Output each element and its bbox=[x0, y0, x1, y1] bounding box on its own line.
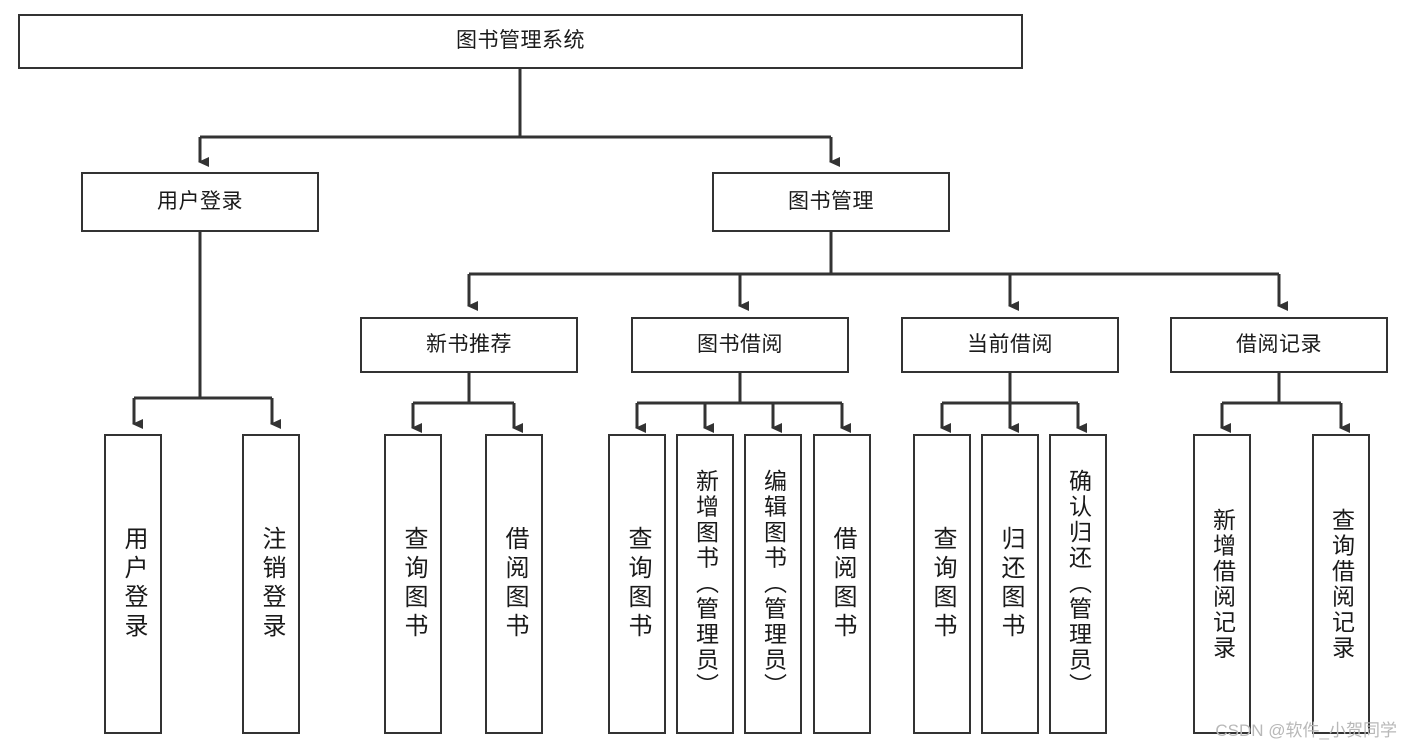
node-borrow-record[interactable]: 借阅记录 bbox=[1170, 317, 1388, 373]
node-leaf-add-borrow-record[interactable]: 新增借阅记录 bbox=[1193, 434, 1251, 734]
node-leaf-query-book-2-label: 查询图书 bbox=[624, 526, 651, 642]
node-book-management-label: 图书管理 bbox=[788, 189, 874, 213]
node-leaf-add-borrow-record-label: 新增借阅记录 bbox=[1209, 507, 1236, 661]
node-leaf-query-book-3-label: 查询图书 bbox=[929, 526, 956, 642]
node-user-login-label: 用户登录 bbox=[157, 189, 243, 213]
node-book-borrow[interactable]: 图书借阅 bbox=[631, 317, 849, 373]
node-leaf-edit-book-admin-label: 编辑图书（管理员） bbox=[760, 469, 787, 699]
node-book-management[interactable]: 图书管理 bbox=[712, 172, 950, 232]
node-leaf-add-book-admin-label: 新增图书（管理员） bbox=[692, 469, 719, 699]
node-leaf-borrow-book-2[interactable]: 借阅图书 bbox=[813, 434, 871, 734]
node-leaf-user-login[interactable]: 用户登录 bbox=[104, 434, 162, 734]
node-leaf-query-book-2[interactable]: 查询图书 bbox=[608, 434, 666, 734]
node-leaf-query-book-3[interactable]: 查询图书 bbox=[913, 434, 971, 734]
node-leaf-query-borrow-record-label: 查询借阅记录 bbox=[1328, 507, 1355, 661]
node-root-label: 图书管理系统 bbox=[456, 29, 585, 53]
node-current-borrow[interactable]: 当前借阅 bbox=[901, 317, 1119, 373]
node-leaf-return-book[interactable]: 归还图书 bbox=[981, 434, 1039, 734]
node-new-book-recommend-label: 新书推荐 bbox=[426, 332, 512, 356]
node-leaf-logout-label: 注销登录 bbox=[258, 526, 285, 642]
node-leaf-borrow-book-2-label: 借阅图书 bbox=[829, 526, 856, 642]
node-book-borrow-label: 图书借阅 bbox=[697, 332, 783, 356]
node-leaf-confirm-return-admin[interactable]: 确认归还（管理员） bbox=[1049, 434, 1107, 734]
node-current-borrow-label: 当前借阅 bbox=[967, 332, 1053, 356]
node-borrow-record-label: 借阅记录 bbox=[1236, 332, 1322, 356]
node-new-book-recommend[interactable]: 新书推荐 bbox=[360, 317, 578, 373]
node-leaf-query-book-1[interactable]: 查询图书 bbox=[384, 434, 442, 734]
node-leaf-user-login-label: 用户登录 bbox=[120, 526, 147, 642]
node-leaf-borrow-book-1-label: 借阅图书 bbox=[501, 526, 528, 642]
node-leaf-return-book-label: 归还图书 bbox=[997, 526, 1024, 642]
node-leaf-edit-book-admin[interactable]: 编辑图书（管理员） bbox=[744, 434, 802, 734]
node-leaf-query-book-1-label: 查询图书 bbox=[400, 526, 427, 642]
node-leaf-add-book-admin[interactable]: 新增图书（管理员） bbox=[676, 434, 734, 734]
node-root[interactable]: 图书管理系统 bbox=[18, 14, 1023, 69]
node-leaf-borrow-book-1[interactable]: 借阅图书 bbox=[485, 434, 543, 734]
node-leaf-confirm-return-admin-label: 确认归还（管理员） bbox=[1065, 469, 1092, 699]
node-leaf-query-borrow-record[interactable]: 查询借阅记录 bbox=[1312, 434, 1370, 734]
node-user-login[interactable]: 用户登录 bbox=[81, 172, 319, 232]
node-leaf-logout[interactable]: 注销登录 bbox=[242, 434, 300, 734]
watermark: CSDN @软件_小贺同学 bbox=[1215, 721, 1397, 740]
